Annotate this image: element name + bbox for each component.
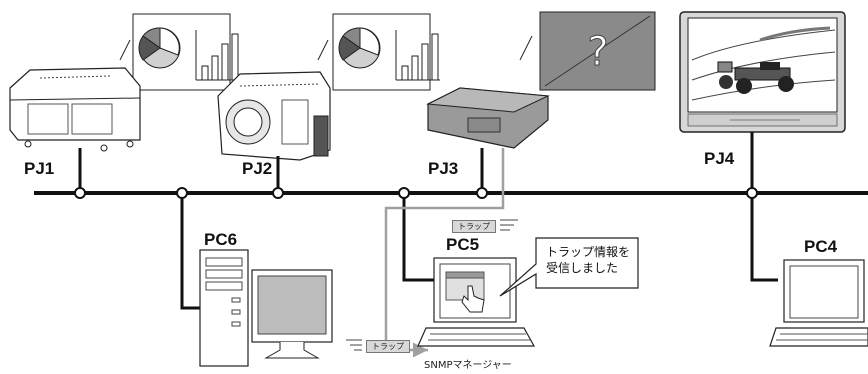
callout-line-2: 受信しました — [546, 261, 619, 275]
laptop-pc5 — [417, 257, 536, 347]
desktop-pc6 — [199, 249, 333, 367]
callout-line-1: トラップ情報を — [546, 245, 631, 259]
trap-tag-lower: トラップ — [366, 340, 410, 353]
label-pj1: PJ1 — [24, 159, 55, 178]
display-pj4 — [679, 11, 846, 133]
label-pc5: PC5 — [446, 235, 480, 254]
label-pc6: PC6 — [204, 230, 238, 249]
junction-pj3 — [476, 187, 488, 199]
junction-pc6 — [176, 187, 188, 199]
label-pj3: PJ3 — [428, 159, 459, 178]
projector-pj3 — [426, 87, 550, 149]
trap-signal-lines — [346, 219, 518, 351]
callout-bubble — [499, 237, 639, 297]
laptop-pc4 — [769, 259, 868, 347]
screen-pj2 — [317, 13, 440, 91]
race-car-image — [717, 61, 794, 94]
label-pj2: PJ2 — [242, 159, 273, 178]
label-pc4: PC4 — [804, 237, 838, 256]
label-pj4: PJ4 — [704, 149, 735, 168]
snmp-manager-caption: SNMPマネージャー — [424, 360, 512, 371]
question-mark: ? — [587, 29, 608, 75]
callout-text: トラップ情報を 受信しました — [546, 244, 630, 276]
screen-pj3: ? — [519, 11, 656, 91]
trap-tag-upper: トラップ — [452, 220, 496, 233]
pie-chart-icon — [338, 27, 381, 69]
junction-pj1 — [74, 187, 86, 199]
pie-chart-icon — [138, 27, 181, 69]
bar-chart-icon — [395, 30, 440, 81]
hand-cursor-icon — [461, 285, 485, 313]
bar-chart-icon — [195, 30, 240, 81]
junction-pj2 — [272, 187, 284, 199]
junction-pc5 — [398, 187, 410, 199]
junction-pj4 — [746, 187, 758, 199]
projector-pj1 — [9, 67, 141, 152]
screen-pj1 — [119, 13, 240, 91]
projector-pj2 — [217, 71, 331, 161]
